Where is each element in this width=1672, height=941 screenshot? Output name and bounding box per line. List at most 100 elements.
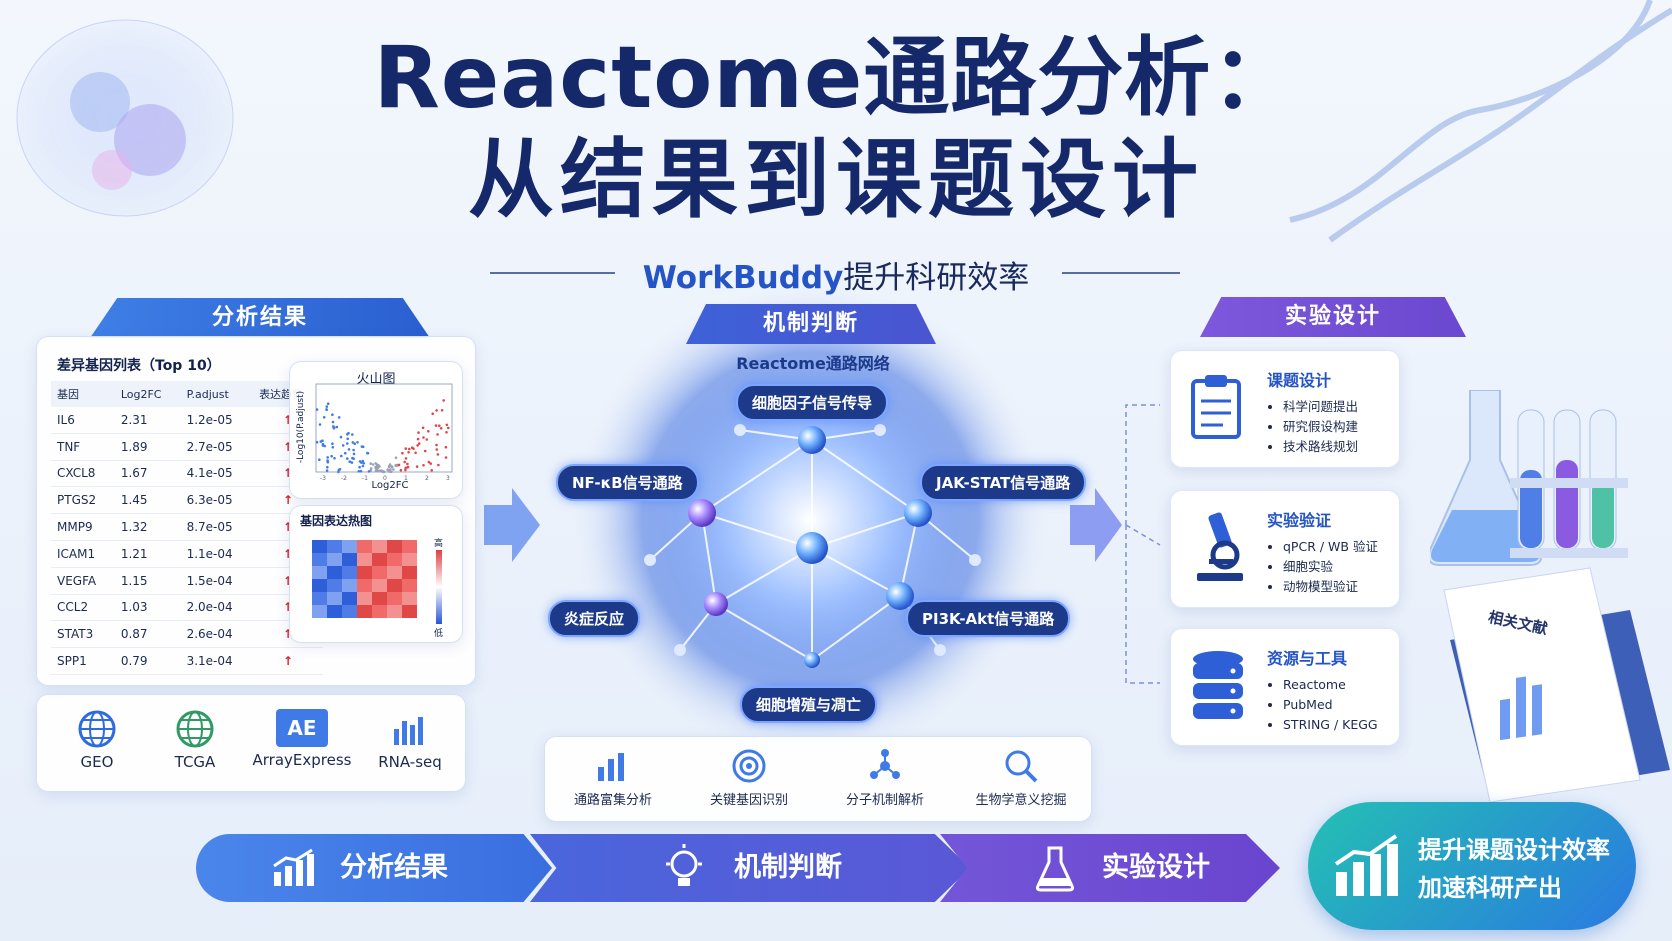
database-geo[interactable]: GEO [57,709,137,771]
volcano-point [346,433,349,436]
volcano-point [350,461,354,464]
volcano-xtick: -2 [341,475,347,482]
tool-enrichment[interactable]: 通路富集分析 [545,747,681,808]
volcano-point [377,469,381,473]
volcano-point [425,438,429,441]
heatmap-cell [357,540,372,553]
pathway-node-pi3k[interactable]: PI3K-Akt信号通路 [906,600,1071,637]
heatmap-scale [436,550,442,624]
heatmap-cell [342,540,357,553]
volcano-point [404,468,407,472]
volcano-point [326,460,330,464]
card-list: 科学问题提出 研究假设构建 技术路线规划 [1267,397,1397,457]
volcano-point [417,431,420,434]
heatmap-cell [327,566,342,579]
heatmap-cell [357,579,372,592]
design-card-topic[interactable]: 课题设计 科学问题提出 研究假设构建 技术路线规划 [1170,350,1400,468]
database-label: GEO [80,753,114,771]
section-tab-mechanism: 机制判断 [686,304,936,344]
globe-green-icon [176,710,214,748]
database-arrayexpress[interactable]: AE ArrayExpress [247,709,357,769]
table-cell: 0.79 [114,647,181,675]
list-item: qPCR / WB 验证 [1283,537,1397,557]
database-tcga[interactable]: TCGA [155,709,235,771]
heatmap-cell [312,553,327,566]
volcano-point [380,469,383,473]
list-item: 技术路线规划 [1283,437,1397,457]
volcano-point [394,456,398,459]
volcano-point [435,443,438,447]
volcano-point [422,464,425,467]
volcano-point [442,399,445,402]
volcano-point [358,465,361,469]
volcano-point [331,446,335,449]
page-title-line1: Reactome通路分析： [373,28,1299,128]
subtitle-rest: 提升科研效率 [843,260,1030,296]
volcano-point [374,469,378,473]
volcano-point [351,433,354,436]
ae-badge-icon: AE [276,709,328,747]
volcano-point [416,437,420,441]
database-label: ArrayExpress [252,751,352,769]
volcano-point [434,424,438,427]
pathway-node-proliferation[interactable]: 细胞增殖与凋亡 [740,686,878,723]
volcano-point [339,435,343,439]
volcano-xtick: -3 [320,475,326,482]
flow-step-design[interactable]: 实验设计 [940,834,1280,902]
table-header: P.adjust [180,381,254,407]
lightbulb-icon [666,844,702,886]
tool-mechanism[interactable]: 分子机制解析 [817,747,953,808]
card-title: 资源与工具 [1267,649,1348,668]
volcano-xtick: -1 [362,475,368,482]
pathway-node-nfkb[interactable]: NF-κB信号通路 [556,464,699,501]
volcano-point [392,468,395,471]
volcano-point [352,448,355,452]
pathway-node-jakstat[interactable]: JAK-STAT信号通路 [920,464,1087,501]
volcano-point [351,441,355,444]
volcano-point [414,451,417,455]
volcano-point [431,412,434,415]
table-cell: 1.21 [114,540,181,568]
heatmap-cell [312,605,327,618]
design-card-resources[interactable]: 资源与工具 Reactome PubMed STRING / KEGG [1170,628,1400,746]
heatmap-cell [357,592,372,605]
volcano-point [440,409,444,412]
heatmap-card: 基因表达热图 高 低 [289,505,463,643]
volcano-xtick: 0 [383,475,387,482]
table-cell: 4.1e-05 [180,460,254,488]
bar-chart-icon [598,753,624,781]
volcano-point [412,447,415,450]
list-item: STRING / KEGG [1283,715,1397,735]
table-cell: 1.03 [114,594,181,622]
heatmap-high-label: 高 [434,539,444,549]
table-cell: PTGS2 [51,486,115,515]
tool-significance[interactable]: 生物学意义挖掘 [953,747,1089,808]
database-rnaseq[interactable]: RNA-seq [365,709,455,771]
volcano-point [325,405,329,408]
section-tab-analysis: 分析结果 [90,298,430,338]
volcano-title: 火山图 [356,372,396,387]
outcome-line1: 提升课题设计效率 [1418,836,1610,864]
flow-step-analysis[interactable]: 分析结果 [196,834,552,902]
flow-step-mechanism[interactable]: 机制判断 [530,834,970,902]
volcano-point [361,445,365,449]
heatmap-cell [402,566,417,579]
pathway-node-inflammation[interactable]: 炎症反应 [548,600,641,637]
pathway-node-cytokine[interactable]: 细胞因子信号传导 [736,384,889,421]
volcano-point [325,408,328,411]
table-cell: CCL2 [51,594,115,622]
tool-key-genes[interactable]: 关键基因识别 [681,747,817,808]
volcano-point [352,452,356,456]
volcano-point [417,442,421,445]
volcano-point [406,462,409,466]
target-icon [732,749,766,783]
microscope-icon [1197,512,1243,581]
volcano-point [429,462,432,465]
design-card-validation[interactable]: 实验验证 qPCR / WB 验证 细胞实验 动物模型验证 [1170,490,1400,608]
volcano-point [408,447,411,451]
volcano-point [353,442,356,445]
volcano-point [403,460,406,464]
molecule-icon [870,749,900,779]
